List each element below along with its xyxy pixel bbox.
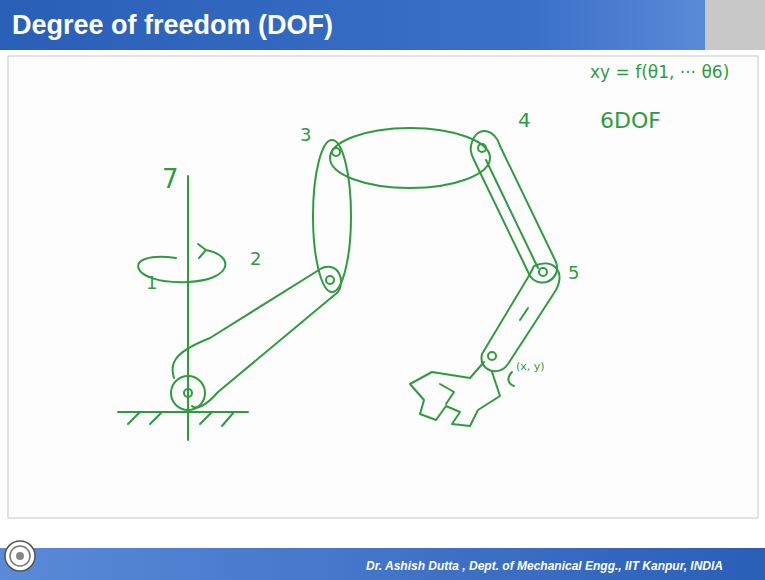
kinematics-note: xy = f(θ1, ··· θ6) xyxy=(590,62,729,82)
link-four xyxy=(471,131,557,283)
ground-line xyxy=(118,411,248,413)
footer-credit: Dr. Ashish Dutta , Dept. of Mechanical E… xyxy=(366,559,723,573)
base-joint xyxy=(171,376,205,410)
joint-pin xyxy=(326,276,334,284)
link-five xyxy=(481,263,559,371)
link-five-mark xyxy=(520,308,528,320)
slide-title: Degree of freedom (DOF) xyxy=(12,10,333,41)
title-bar-ground xyxy=(0,0,765,50)
end-point-label: (x, y) xyxy=(516,360,545,373)
joint-pin xyxy=(184,389,192,397)
title-bar xyxy=(0,0,705,50)
link-number: 2 xyxy=(250,248,261,269)
dof-note: 6DOF xyxy=(600,108,661,133)
link-one xyxy=(173,267,342,408)
link-number: 1 xyxy=(146,272,157,293)
joint-number: 3 xyxy=(300,124,311,145)
joint-number: 5 xyxy=(568,262,579,283)
institute-logo xyxy=(5,541,35,571)
joint-number: 7 xyxy=(162,164,179,194)
title-bar-corner xyxy=(705,0,765,50)
joint-pin xyxy=(539,268,547,276)
ground-hatch xyxy=(128,412,234,426)
footer-bar xyxy=(0,548,765,580)
joint-number: 4 xyxy=(518,108,531,132)
joint-pin xyxy=(478,144,486,152)
drawing-pad xyxy=(8,56,758,518)
gripper xyxy=(410,362,500,426)
rotation-arrowhead xyxy=(198,244,206,258)
joint-pin xyxy=(488,352,496,360)
gripper-inner xyxy=(440,384,454,404)
base-axis xyxy=(187,176,189,440)
link-three xyxy=(330,128,490,188)
tip-mark xyxy=(508,372,514,386)
link-four-edge xyxy=(486,160,538,268)
